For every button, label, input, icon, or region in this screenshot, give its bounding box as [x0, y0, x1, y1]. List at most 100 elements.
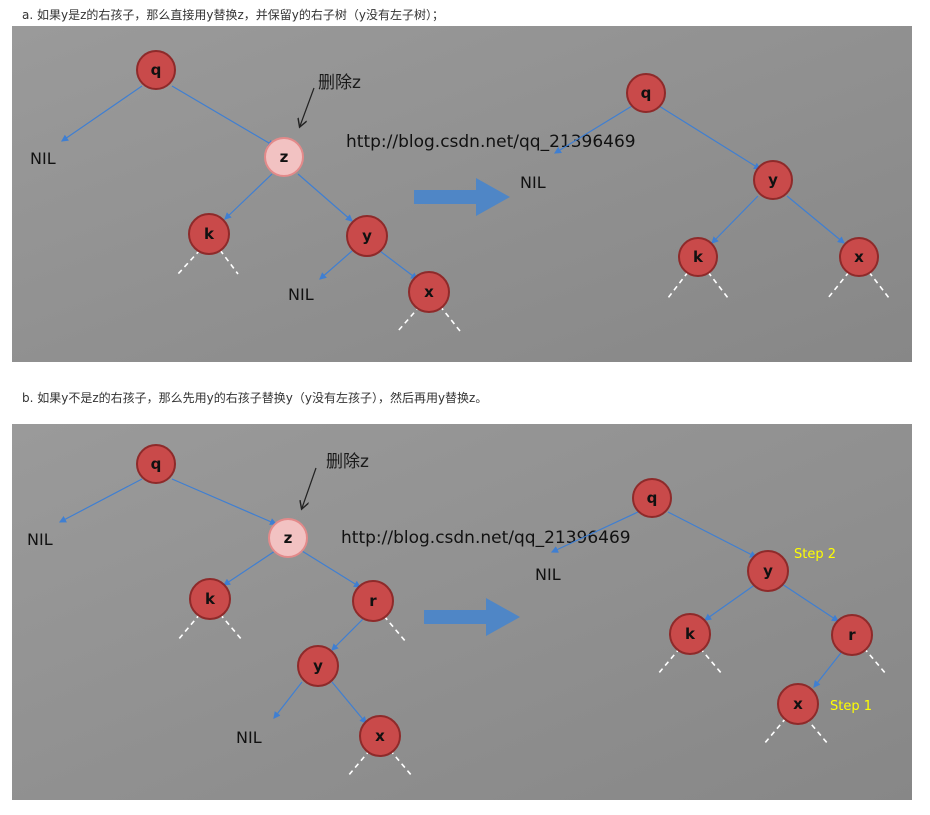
- edge-z-y: [297, 173, 353, 222]
- edge-q-nil: [550, 511, 639, 553]
- subtree-x-left: [827, 271, 850, 299]
- nil-label: NIL: [236, 728, 262, 747]
- edge-y-x: [379, 250, 418, 280]
- node-y-before-b: y: [297, 645, 339, 687]
- note-arrow: [302, 467, 317, 508]
- node-x-before-a: x: [408, 271, 450, 313]
- node-x-after-b: x: [777, 683, 819, 725]
- subtree-x-left: [347, 749, 371, 777]
- node-k-before-b: k: [189, 578, 231, 620]
- node-y-after-a: y: [753, 160, 793, 200]
- subtree-r-right: [863, 647, 887, 675]
- node-label: x: [424, 283, 434, 301]
- subtree-x-right: [805, 717, 829, 745]
- edge-y-k: [711, 195, 759, 244]
- nil-label: NIL: [288, 285, 314, 304]
- node-q-after-a: q: [626, 73, 666, 113]
- node-label: k: [205, 590, 216, 608]
- caption-b: b. 如果y不是z的右孩子，那么先用y的右孩子替换y（y没有左孩子），然后再用y…: [22, 391, 488, 405]
- node-label: y: [362, 227, 372, 245]
- subtree-x-right: [868, 271, 890, 299]
- transform-arrow-icon: [424, 598, 520, 636]
- node-y-before-a: y: [346, 215, 388, 257]
- subtree-k-right: [219, 613, 243, 641]
- subtree-x-right: [389, 749, 413, 777]
- node-label: z: [284, 529, 293, 547]
- edge-r-y: [331, 615, 367, 651]
- edge-q-nil: [61, 85, 143, 142]
- node-k-after-b: k: [669, 613, 711, 655]
- subtrees-after-a: [667, 271, 890, 299]
- nil-label: NIL: [520, 173, 546, 192]
- nil-label: NIL: [30, 149, 56, 168]
- subtree-k-left: [177, 249, 201, 275]
- subtrees-before-a: [177, 249, 461, 332]
- step-2-label: Step 2: [794, 547, 836, 562]
- node-k-before-a: k: [188, 213, 230, 255]
- node-label: z: [280, 148, 289, 166]
- subtree-k-left: [657, 647, 681, 675]
- note-arrow: [300, 87, 315, 126]
- node-z-deleted-b: z: [268, 518, 308, 558]
- subtree-r-right: [383, 615, 407, 643]
- nil-label: NIL: [27, 530, 53, 549]
- edge-y-nil: [319, 250, 353, 280]
- subtree-x-left: [763, 717, 787, 745]
- node-r-after-b: r: [831, 614, 873, 656]
- edges-after-a: [553, 105, 845, 244]
- watermark-url: http://blog.csdn.net/qq_21396469: [341, 528, 631, 548]
- edge-z-r: [301, 550, 362, 588]
- node-label: r: [848, 626, 856, 644]
- node-label: x: [793, 695, 803, 713]
- node-label: x: [375, 727, 385, 745]
- edge-q-z: [171, 85, 276, 147]
- node-label: k: [693, 248, 704, 266]
- diagram-a: q z k y x NIL NIL 删除z http://blog.csdn.n…: [12, 26, 912, 362]
- node-x-after-a: x: [839, 237, 879, 277]
- node-label: q: [641, 84, 652, 102]
- node-q-before-b: q: [136, 444, 176, 484]
- edge-y-x: [786, 195, 845, 244]
- node-label: y: [763, 562, 773, 580]
- subtrees-after-b: [657, 647, 887, 745]
- subtree-k-right: [699, 647, 723, 675]
- node-label: k: [204, 225, 215, 243]
- diagram-b: q z k r y x NIL NIL 删除z http://blog.csdn…: [12, 424, 912, 800]
- nil-label: NIL: [535, 565, 561, 584]
- node-label: y: [313, 657, 323, 675]
- edge-y-r: [781, 583, 840, 622]
- step-1-label: Step 1: [830, 699, 872, 714]
- node-label: q: [647, 489, 658, 507]
- edge-q-nil: [58, 478, 143, 523]
- node-label: r: [369, 592, 377, 610]
- node-x-before-b: x: [359, 715, 401, 757]
- edge-z-k: [224, 173, 273, 220]
- edges-before-b: [58, 478, 367, 724]
- edges-after-b: [550, 511, 845, 688]
- edge-q-y: [658, 105, 762, 170]
- delete-z-note: 删除z: [318, 73, 361, 93]
- subtree-x-left: [397, 305, 421, 332]
- node-y-after-b: y: [747, 550, 789, 592]
- node-label: q: [151, 455, 162, 473]
- transform-arrow-icon: [414, 178, 510, 216]
- edge-y-x: [331, 681, 367, 724]
- subtrees-before-b: [177, 613, 413, 777]
- node-label: k: [685, 625, 696, 643]
- caption-a: a. 如果y是z的右孩子，那么直接用y替换z，并保留y的右子树（y没有左子树）；: [22, 8, 444, 22]
- subtree-k-left: [177, 613, 201, 641]
- edge-r-x: [813, 648, 845, 688]
- diagram-panel-a: q z k y x NIL NIL 删除z http://blog.csdn.n…: [12, 26, 912, 362]
- subtree-k-left: [667, 271, 689, 299]
- subtree-k-right: [219, 249, 239, 275]
- subtree-k-right: [707, 271, 729, 299]
- edge-z-k: [223, 550, 276, 586]
- edge-q-nil: [553, 105, 633, 154]
- edges-before-a: [61, 85, 418, 280]
- node-r-before-b: r: [352, 580, 394, 622]
- node-q-before-a: q: [136, 50, 176, 90]
- edge-y-nil: [273, 681, 303, 719]
- node-q-after-b: q: [632, 478, 672, 518]
- watermark-url: http://blog.csdn.net/qq_21396469: [346, 132, 636, 152]
- edge-q-z: [171, 478, 278, 525]
